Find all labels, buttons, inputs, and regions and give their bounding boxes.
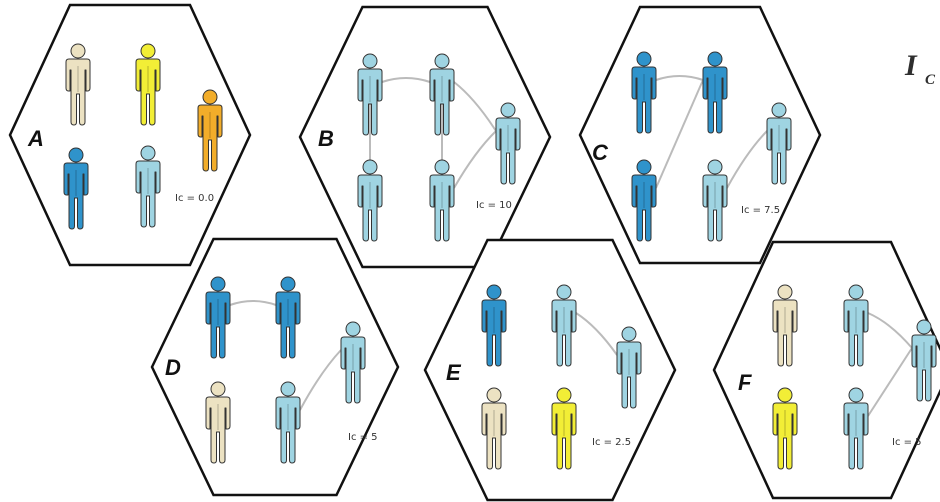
panel-f: F Ic = 5 <box>712 240 940 500</box>
panel-letter-f: F <box>738 370 752 395</box>
link-c1-c2 <box>655 75 704 81</box>
panel-letter-e: E <box>446 360 462 385</box>
person-icon <box>843 284 869 367</box>
panel-b: B Ic = 10 <box>298 5 552 269</box>
person-icon <box>205 381 231 464</box>
panel-letter-b: B <box>318 126 334 151</box>
panel-c: C Ic = 7.5 <box>578 5 822 265</box>
person-icon <box>357 53 383 136</box>
ic-value-label: Ic = 7.5 <box>741 205 780 216</box>
link-d5-d3 <box>299 349 342 411</box>
person-icon <box>275 276 301 359</box>
person-icon <box>135 43 161 126</box>
person-icon <box>340 321 366 404</box>
ic-value-label: Ic = 0.0 <box>175 193 214 204</box>
panel-a: A Ic = 0.0 <box>8 3 252 267</box>
person-icon <box>631 51 657 134</box>
person-icon <box>481 284 507 367</box>
person-icon <box>616 326 642 409</box>
panel-letter-a: A <box>27 126 44 151</box>
person-icon <box>135 145 161 228</box>
diagram-root: A Ic = 0.0 B Ic = 10 C Ic = 7.5D Ic = 5 E Ic = 2… <box>8 3 940 502</box>
person-icon <box>702 159 728 242</box>
ic-value-label: Ic = 2.5 <box>592 437 631 448</box>
link-b1-b2 <box>381 77 431 83</box>
person-icon <box>197 89 223 172</box>
link-e2-e3 <box>575 312 618 356</box>
person-icon <box>205 276 231 359</box>
link-d1-d2 <box>229 300 277 306</box>
link-f2-f3 <box>867 312 913 349</box>
person-icon <box>766 102 792 185</box>
person-icon <box>275 381 301 464</box>
link-b3-b5 <box>453 130 497 189</box>
person-icon <box>65 43 91 126</box>
panel-letter-d: D <box>165 355 181 380</box>
person-icon <box>772 387 798 470</box>
person-icon <box>429 159 455 242</box>
person-icon <box>63 147 89 230</box>
person-icon <box>772 284 798 367</box>
ic-title-symbol: I <box>904 49 918 82</box>
link-c5-c3 <box>726 130 768 189</box>
panel-e: E Ic = 2.5 <box>423 238 677 502</box>
person-icon <box>702 51 728 134</box>
link-c2-c4 <box>655 79 704 189</box>
person-icon <box>631 159 657 242</box>
person-icon <box>357 159 383 242</box>
person-icon <box>551 284 577 367</box>
person-icon <box>481 387 507 470</box>
person-icon <box>551 387 577 470</box>
panel-letter-c: C <box>592 140 609 165</box>
ic-value-label: Ic = 5 <box>348 432 378 443</box>
ic-value-label: Ic = 10 <box>476 200 512 211</box>
person-icon <box>843 387 869 470</box>
person-icon <box>429 53 455 136</box>
link-f5-f3 <box>867 347 913 417</box>
ic-title-subscript: C <box>925 72 936 88</box>
hexagon-f <box>712 240 940 500</box>
link-b2-b3 <box>453 81 497 132</box>
person-icon <box>495 102 521 185</box>
ic-value-label: Ic = 5 <box>892 437 922 448</box>
panel-d: D Ic = 5 <box>150 237 400 497</box>
person-icon <box>911 319 937 402</box>
